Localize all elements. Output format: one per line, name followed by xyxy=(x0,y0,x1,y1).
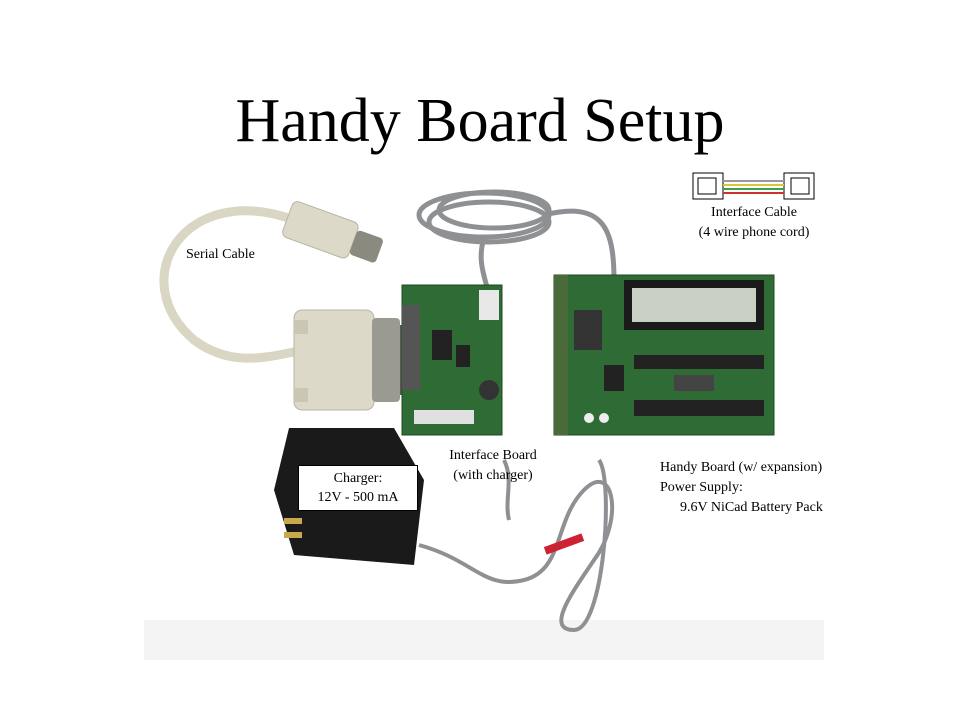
serial-cable-cord xyxy=(159,206,309,363)
slide-title: Handy Board Setup xyxy=(235,87,725,155)
setup-photo xyxy=(144,189,824,660)
phone-cord-coil xyxy=(416,189,617,311)
interface-board-line2: (with charger) xyxy=(453,468,533,483)
phone-cable-diagram-icon xyxy=(692,172,815,200)
db25-connector xyxy=(293,309,414,411)
handy-board-label: Handy Board (w/ expansion) Power Supply:… xyxy=(660,458,880,518)
serial-cable-label: Serial Cable xyxy=(186,247,255,262)
interface-board xyxy=(401,284,503,436)
handy-board-line1: Handy Board (w/ expansion) xyxy=(660,460,823,475)
interface-board-label: Interface Board (with charger) xyxy=(418,446,568,486)
handy-board-line2: Power Supply: xyxy=(660,480,743,495)
charger-label-box: Charger: 12V - 500 mA xyxy=(298,465,418,511)
charger-line2: 12V - 500 mA xyxy=(317,490,399,505)
db9-connector xyxy=(282,201,383,263)
interface-cable-line1: Interface Cable xyxy=(711,205,797,220)
interface-cable-label: Interface Cable (4 wire phone cord) xyxy=(672,203,836,243)
handy-board-line3: 9.6V NiCad Battery Pack xyxy=(680,500,823,515)
interface-board-line1: Interface Board xyxy=(449,448,537,463)
interface-cable-line2: (4 wire phone cord) xyxy=(698,225,810,240)
charger-line1: Charger: xyxy=(333,471,383,486)
charger-cord xyxy=(418,458,615,633)
handy-board xyxy=(553,274,775,436)
